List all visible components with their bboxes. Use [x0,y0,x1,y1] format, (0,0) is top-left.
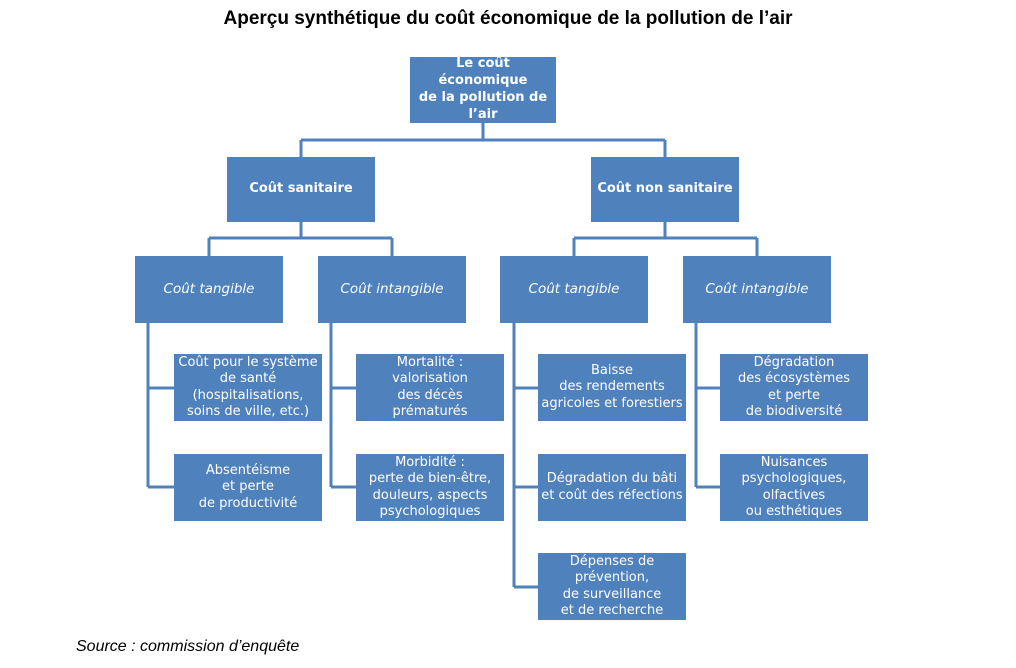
leaf-cout-systeme-sante: Coût pour le système de santé (hospitali… [174,354,322,421]
group-non-sanitaire-intangible: Coût intangible [683,256,831,323]
diagram-title: Aperçu synthétique du coût économique de… [223,8,793,29]
leaf-baisse-rendements: Baisse des rendements agricoles et fores… [538,354,686,421]
leaf-absenteisme: Absentéisme et perte de productivité [174,454,322,521]
branch-non-sanitaire: Coût non sanitaire [591,157,739,222]
source-note: Source : commission d’enquête [76,638,300,655]
group-sanitaire-intangible: Coût intangible [318,256,466,323]
group-sanitaire-tangible: Coût tangible [135,256,283,323]
root-node: Le coût économique de la pollution de l’… [410,56,556,123]
branch-sanitaire: Coût sanitaire [227,157,375,222]
group-non-sanitaire-tangible: Coût tangible [500,256,648,323]
leaf-degradation-ecosystemes: Dégradation des écosystèmes et perte de … [720,354,868,421]
leaf-mortalite: Mortalité : valorisation des décès préma… [356,354,504,421]
leaf-nuisances: Nuisances psychologiques, olfactives ou … [720,454,868,521]
leaf-morbidite: Morbidité : perte de bien-être, douleurs… [356,454,504,521]
leaf-degradation-bati: Dégradation du bâti et coût des réfectio… [538,454,686,521]
leaf-depenses-prevention: Dépenses de prévention, de surveillance … [538,553,686,620]
